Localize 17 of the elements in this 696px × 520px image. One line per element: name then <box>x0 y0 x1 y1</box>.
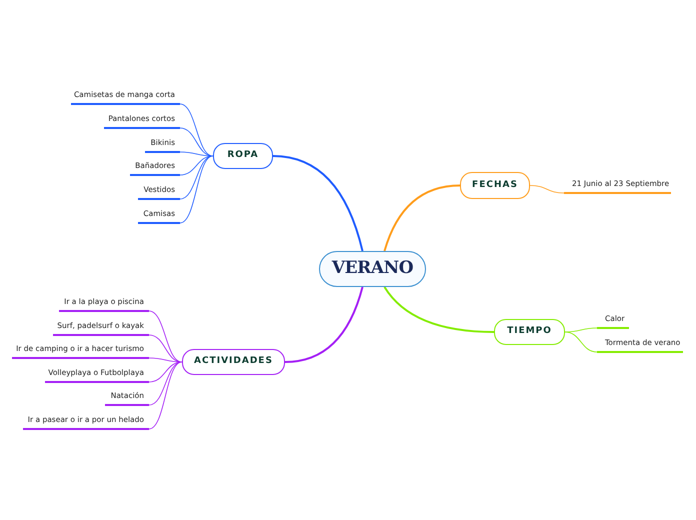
branch-line <box>148 362 182 382</box>
topic-box: ACTIVIDADES <box>182 349 285 375</box>
topic-box: FECHAS <box>460 172 530 199</box>
branch-line <box>148 362 182 430</box>
branch-line <box>564 332 598 352</box>
branch-line <box>180 156 214 224</box>
branch-line <box>148 310 182 362</box>
branch-line <box>272 155 364 252</box>
branch-line <box>180 104 214 156</box>
topic-box: TIEMPO <box>494 319 565 345</box>
branch-line <box>564 328 598 332</box>
branch-line <box>284 286 364 363</box>
central-topic: VERANO <box>319 251 426 287</box>
branch-line <box>530 185 564 194</box>
branch-line <box>384 184 460 252</box>
topic-box: ROPA <box>213 143 273 169</box>
branch-line <box>384 286 494 333</box>
